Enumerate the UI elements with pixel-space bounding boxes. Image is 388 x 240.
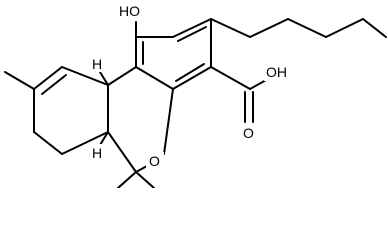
bond-aromatic-inner: [177, 26, 207, 42]
substituents: [4, 18, 387, 188]
bond-single: [135, 165, 148, 173]
cyclohexene-ring: [33, 66, 109, 155]
hydroxyl-label: HO: [119, 3, 140, 19]
ring-oxygen-label: O: [149, 153, 160, 169]
atom-labels: HO O OH O H H: [90, 2, 298, 170]
molecule-drawing: HO O OH O H H: [4, 2, 387, 188]
bond-single: [107, 131, 137, 173]
bond-pentyl: [210, 18, 251, 38]
carbonyl-oxygen-label: O: [243, 125, 254, 141]
bond-pentyl: [287, 18, 327, 38]
bond-single: [61, 66, 109, 86]
pyran-ring: [107, 66, 174, 173]
bond-aromatic: [172, 66, 212, 90]
structure-canvas: HO O OH O H H: [4, 2, 387, 188]
bond-carboxyl: [210, 66, 251, 90]
bond-pentyl: [325, 18, 364, 38]
acid-hydroxyl-label: OH: [266, 64, 287, 80]
bond-aromatic: [172, 18, 212, 38]
stereo-h-top-label: H: [92, 56, 102, 72]
bond-methyl: [117, 171, 137, 188]
stereo-h-bottom-label: H: [92, 145, 102, 161]
bond-stereo-h: [99, 71, 109, 86]
bond-methyl: [135, 171, 155, 188]
aromatic-ring: [135, 18, 212, 90]
bond-double: [33, 66, 63, 90]
bond-methyl: [4, 71, 35, 90]
bond-single: [33, 131, 63, 155]
bond-double-inner: [41, 74, 67, 95]
bond-aromatic: [135, 66, 174, 90]
bond-stereo-h: [99, 131, 109, 146]
bond-single: [61, 131, 109, 155]
bond-single: [107, 66, 137, 86]
bond-aromatic-inner: [175, 63, 205, 82]
bond-pentyl: [249, 18, 289, 38]
bond-single: [163, 88, 174, 155]
bond-pentyl: [362, 18, 387, 38]
